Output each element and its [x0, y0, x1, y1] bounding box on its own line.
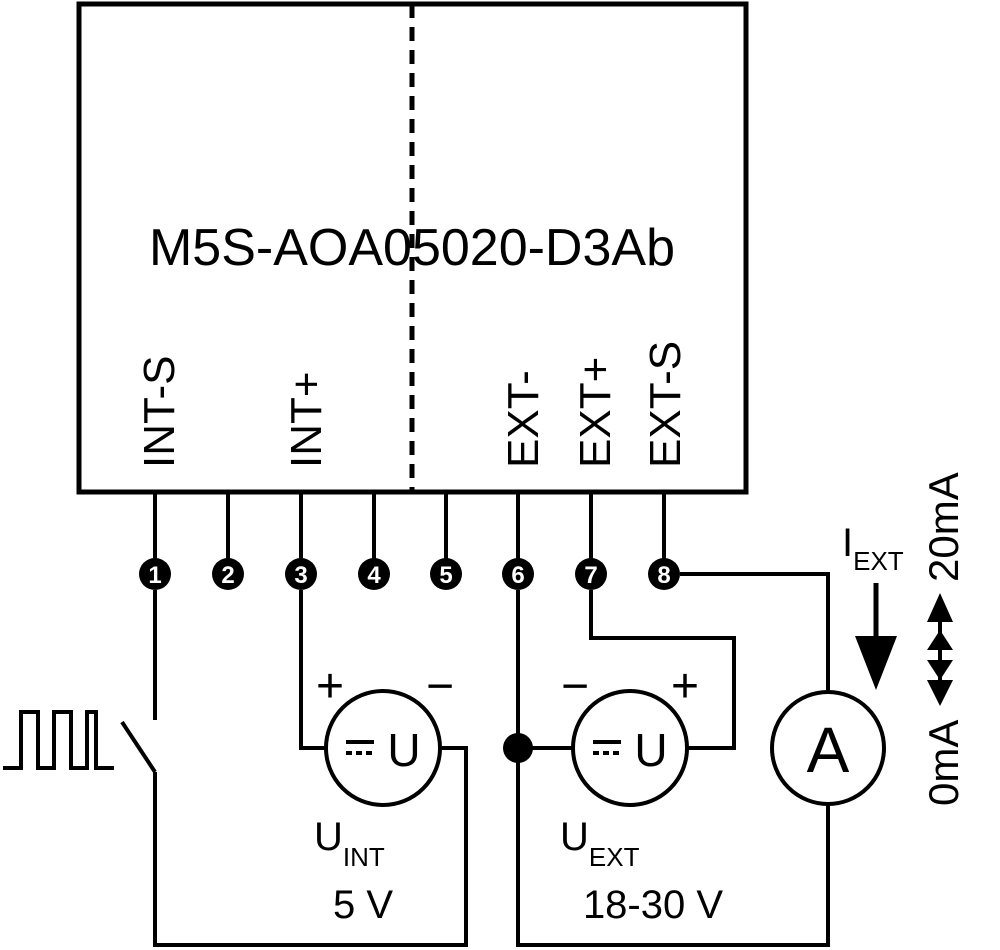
- ext-return-wire: [516, 590, 830, 947]
- dc-source-icon: [571, 689, 689, 807]
- dc-source-icon: [324, 689, 442, 807]
- ext-plus-wire: [589, 590, 736, 750]
- ammeter: A: [770, 690, 886, 806]
- pin-2: 2: [212, 558, 244, 590]
- terminal-label-ext-plus: EXT+: [571, 357, 620, 468]
- internal-voltage-source: U: [324, 689, 442, 807]
- terminal-label-ext-s: EXT-S: [641, 341, 690, 468]
- pin-6: 6: [502, 558, 534, 590]
- current-range-max: 20mA: [920, 472, 967, 582]
- ext-source-label: UEXT: [560, 815, 640, 872]
- pin-number: 7: [584, 562, 597, 589]
- current-range-min: 0mA: [920, 720, 967, 806]
- ext-minus-sign: −: [561, 660, 589, 713]
- pin-leads: [153, 492, 666, 560]
- pin-number: 3: [294, 562, 307, 589]
- source-symbol: U: [387, 724, 420, 776]
- junction-node: [503, 733, 533, 763]
- ammeter-icon: [770, 690, 886, 806]
- ext-plus-sign: +: [671, 660, 699, 713]
- pin-number: 4: [367, 562, 381, 589]
- pin-1: 1: [139, 558, 171, 590]
- int-source-voltage: 5 V: [333, 883, 393, 927]
- pin-8: 8: [648, 558, 680, 590]
- switch-circuit: [120, 590, 468, 947]
- int-source-label: UINT: [314, 815, 385, 872]
- pin-number: 8: [657, 562, 670, 589]
- terminal-label-ext-minus: EXT-: [499, 370, 548, 468]
- ext-source-voltage: 18-30 V: [583, 883, 723, 927]
- pin-4: 4: [358, 558, 390, 590]
- pin-5: 5: [430, 558, 462, 590]
- module-name: M5S-AOA05020-D3Ab: [149, 219, 675, 277]
- pin-7: 7: [575, 558, 607, 590]
- pin-3: 3: [285, 558, 317, 590]
- source-symbol: U: [634, 724, 667, 776]
- int-plus-sign: +: [316, 660, 344, 713]
- pulse-signal-icon: [3, 710, 114, 770]
- external-voltage-source: U: [571, 689, 689, 807]
- pin-number: 1: [148, 562, 161, 589]
- current-direction-arrow-icon: [855, 583, 897, 690]
- ext-s-wire: [680, 572, 830, 693]
- int-plus-wire: [299, 590, 325, 750]
- int-minus-sign: −: [426, 660, 454, 713]
- terminal-label-int-s: INT-S: [135, 356, 184, 468]
- ammeter-symbol: A: [807, 714, 850, 786]
- current-range-arrow-icon: [927, 593, 953, 706]
- pin-number: 2: [221, 562, 234, 589]
- terminal-label-int-plus: INT+: [282, 371, 331, 468]
- pin-number: 6: [511, 562, 524, 589]
- current-label: IEXT: [842, 521, 904, 576]
- pin-number: 5: [439, 562, 452, 589]
